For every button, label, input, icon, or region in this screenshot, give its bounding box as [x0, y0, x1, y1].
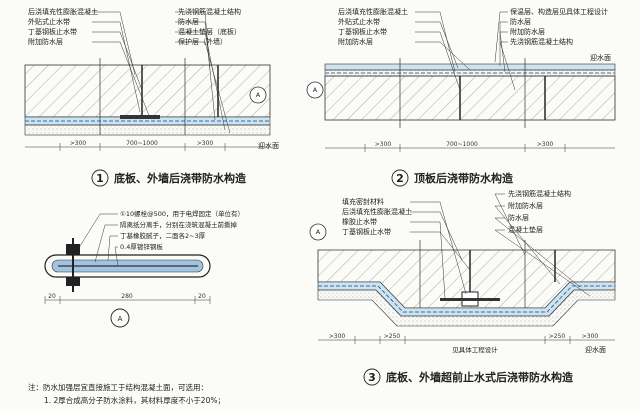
roof-slab: [324, 75, 616, 121]
label-3-right-2: 防水层: [508, 213, 529, 222]
dim-1b: 700~1000: [126, 140, 158, 147]
concrete-slab: [24, 64, 271, 118]
caption-number-1: 1: [96, 172, 104, 185]
caption-1: 底板、外墙后浇带防水构造: [114, 171, 247, 185]
footnote-line-1: 注：防水加强层宜直接施工于结构混凝土面，可选用：: [28, 382, 208, 392]
footnote: 注：防水加强层宜直接施工于结构混凝土面，可选用： 1. 2厚合成高分子防水涂料，…: [28, 382, 225, 405]
center-note-3: 见具体工程设计: [452, 345, 498, 354]
footnote-line-2: 1. 2厚合成高分子防水涂料，其材料厚度不小于20%；: [44, 395, 225, 405]
label-1-right-0: 先浇钢筋混凝土结构: [178, 7, 241, 16]
dim-a-left: 20: [48, 293, 56, 300]
dim-2b: 700~1000: [446, 141, 478, 148]
leader-lines-1: [92, 11, 231, 134]
label-2-right-1: 防水层: [510, 17, 531, 26]
label-2-left-0: 后浇填充性膨胀混凝土: [338, 7, 408, 16]
callout-a-1: A: [256, 91, 261, 99]
label-1-left-3: 附加防水层: [28, 37, 63, 46]
dim-3d: >300: [582, 333, 599, 340]
label-3-left-2: 橡胶止水带: [342, 217, 377, 226]
caption-number-circle-1: [91, 169, 109, 187]
detail-a-callout: A: [118, 315, 123, 323]
label-2-left-2: 丁基钢板止水带: [338, 27, 387, 36]
label-2-right-2: 附加防水层: [510, 27, 545, 36]
caption-number-2: 2: [396, 172, 404, 185]
label-1-left-2: 丁基钢板止水带: [28, 27, 77, 36]
label-3-left-0: 填充密封材料: [342, 197, 384, 206]
diagram-2: >300 700~1000 >300 迎水面 A 后浇填充性膨胀混凝土 外贴式止…: [306, 7, 616, 187]
label-2-right-0: 保温层、构造层见具体工程设计: [510, 7, 608, 16]
detail-a: 20 280 20 ①10螺栓@500，用于电焊固定（单位有） 隔离纸分离手，分…: [44, 209, 244, 328]
callout-a-3: A: [316, 228, 321, 236]
dim-3a: >300: [329, 333, 346, 340]
label-1-right-3: 保护层（外墙）: [178, 37, 227, 46]
label-1-right-2: 混凝土垫层（底板）: [178, 27, 241, 36]
callout-a-2: A: [313, 86, 318, 94]
caption-3: 底板、外墙超前止水式后浇带防水构造: [386, 370, 574, 384]
dim-a-right: 20: [198, 293, 206, 300]
dim-1a: >300: [70, 140, 87, 147]
detail-a-line-2: 丁基橡胶腻子，二面各2~3厚: [120, 231, 206, 240]
cushion-layer-3: [317, 289, 616, 327]
dim-3c: >250: [549, 333, 566, 340]
label-1-right-1: 防水层: [178, 17, 199, 26]
detail-a-line-0: ①10螺栓@500，用于电焊固定（单位有）: [120, 209, 244, 218]
dim-a-mid: 280: [121, 293, 133, 300]
side-label-2: 迎水面: [590, 53, 611, 62]
dim-2c: >300: [537, 141, 554, 148]
dim-1c: >300: [197, 140, 214, 147]
dim-3b: >250: [384, 333, 401, 340]
diagram-1: >300 700~1000 >300 迎水面 A 后浇填充性膨胀混凝土 外贴式止…: [24, 7, 279, 187]
cushion-layer: [24, 124, 271, 136]
label-3-right-3: 混凝土垫层: [508, 225, 543, 234]
steel-plate-waterstop: [44, 254, 211, 278]
side-label-1: 迎水面: [258, 141, 279, 150]
detail-a-line-3: 0.4厚镀锌钢板: [120, 242, 163, 251]
callout-a-circle-1: [249, 86, 267, 104]
external-waterstop: [120, 115, 160, 119]
label-3-left-1: 后浇填充性膨胀混凝土: [342, 207, 412, 216]
label-3-left-3: 丁基钢板止水带: [342, 227, 391, 236]
detail-a-line-1: 隔离纸分离手，分别在浇筑混凝土前撕掉: [120, 220, 238, 229]
label-2-left-3: 附加防水层: [338, 37, 373, 46]
label-3-right-1: 附加防水层: [508, 201, 543, 210]
caption-number-3: 3: [368, 371, 376, 384]
caption-2: 顶板后浇带防水构造: [414, 171, 514, 185]
label-1-left-0: 后浇填充性膨胀混凝土: [28, 7, 98, 16]
side-label-3: 迎水面: [585, 345, 606, 354]
label-2-right-3: 先浇钢筋混凝土结构: [510, 37, 573, 46]
detail-a-circle: [110, 308, 130, 328]
label-1-left-1: 外贴式止水带: [28, 17, 70, 26]
rubber-waterstop: [440, 298, 500, 301]
label-3-right-0: 先浇钢筋混凝土结构: [508, 189, 571, 198]
label-2-left-1: 外贴式止水带: [338, 17, 380, 26]
dim-2a: >300: [375, 141, 392, 148]
diagram-3: >300 >250 >250 >300 见具体工程设计 迎水面 A 填充密封材料…: [309, 189, 616, 386]
